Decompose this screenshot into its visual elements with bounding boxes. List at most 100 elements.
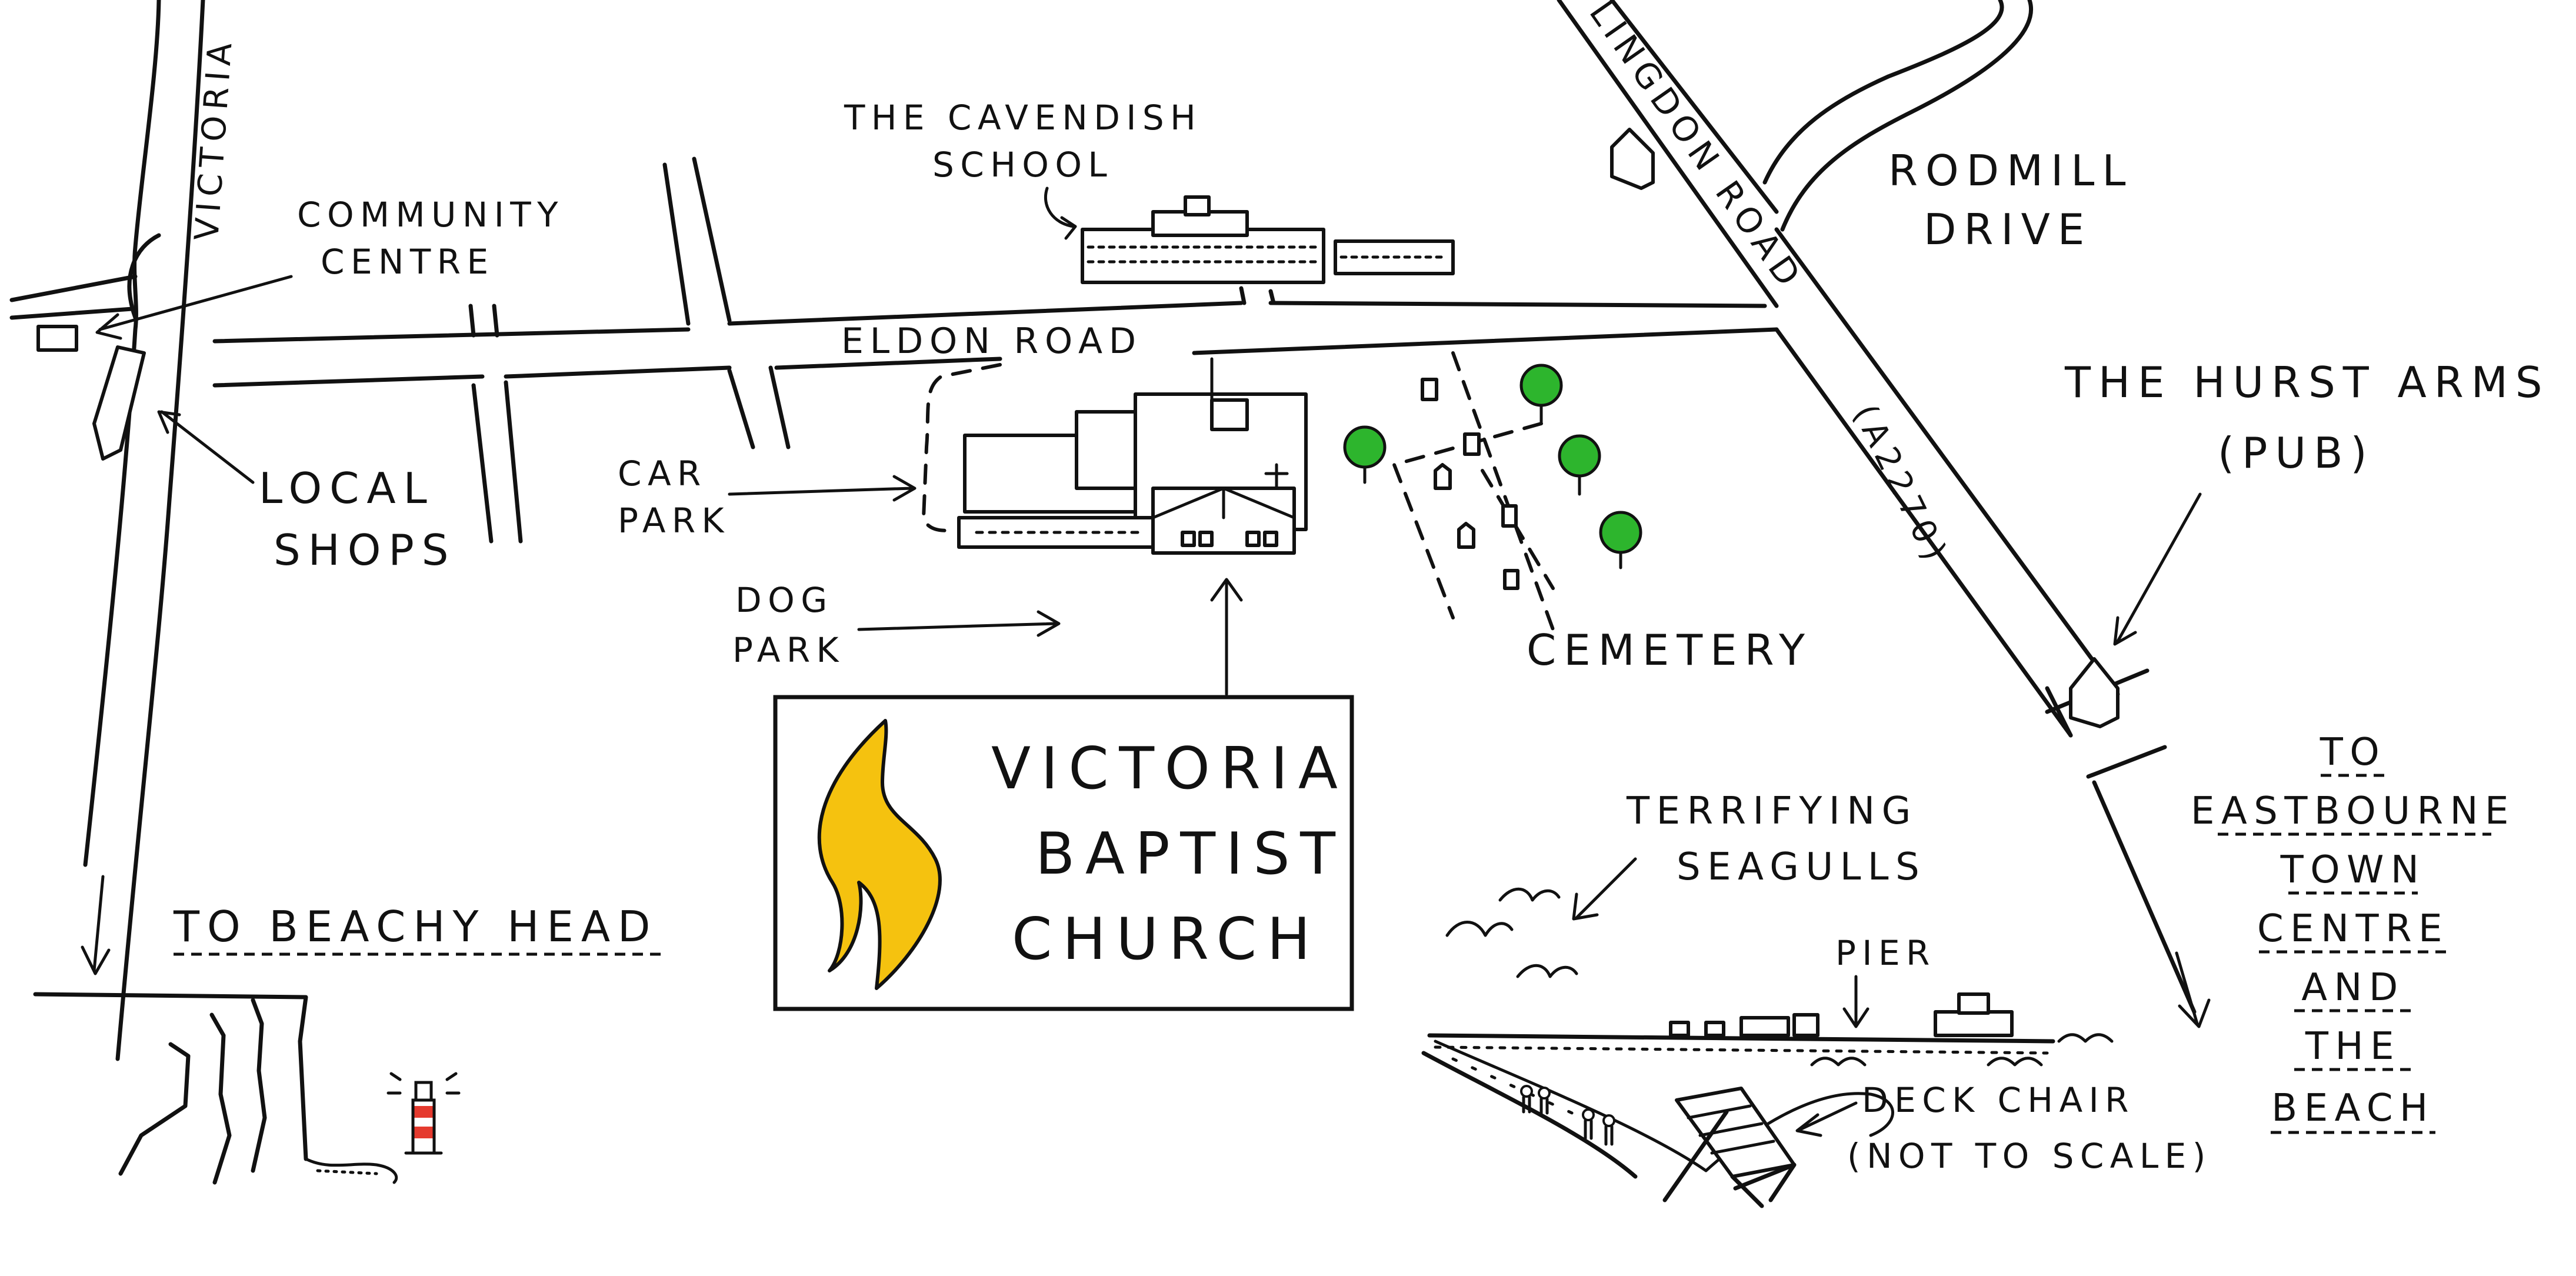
eldon-road-south-b	[504, 365, 732, 379]
eldon-road-south-c	[774, 357, 1002, 370]
school-label-2: SCHOOL	[932, 145, 1113, 185]
church-buildings	[957, 357, 1308, 555]
north-road-a-left	[662, 162, 691, 326]
school-arrow	[1044, 186, 1077, 240]
school-main-building	[1081, 228, 1325, 284]
rodmill-drive-b	[1780, 0, 2033, 232]
tree-icon	[1519, 364, 1563, 425]
eldon-road-north-b	[727, 301, 1244, 326]
shops-label-2: SHOPS	[274, 525, 456, 575]
north-stub-left	[468, 304, 476, 338]
community-label-1: COMMUNITY	[297, 195, 564, 235]
seagull-icon	[1498, 887, 1561, 902]
waves	[1810, 1033, 2114, 1067]
cavendish-school	[1081, 195, 1455, 284]
pier	[1427, 992, 2055, 1055]
eastbourne-line-5: AND	[2301, 966, 2405, 1010]
church-sign-arrow	[1210, 578, 1243, 696]
beachy-head-arrow	[81, 875, 111, 975]
cemetery-path-b	[1392, 422, 1543, 619]
eastbourne-directions: TO EASTBOURNE TOWN CENTRE AND THE BEACH	[2191, 731, 2508, 1134]
west-road-bottom	[9, 306, 135, 320]
seagulls-arrow	[1572, 857, 1637, 921]
seagull-icons	[1445, 887, 1578, 978]
pub-street-kerb	[2045, 686, 2073, 738]
roads	[9, 0, 2197, 1061]
pier-arrow	[1842, 975, 1869, 1028]
carpark-boundary	[921, 363, 1002, 532]
north-road-a-right	[692, 156, 732, 323]
school-label-1: THE CAVENDISH	[844, 98, 1202, 138]
pub-street-bottom	[2086, 745, 2167, 779]
eldon-road-north-c	[1268, 301, 1767, 308]
eastbourne-line-7: BEACH	[2271, 1087, 2434, 1130]
pub-label-1: THE HURST ARMS	[2064, 358, 2550, 407]
eastbourne-line-3: TOWN	[2280, 848, 2426, 892]
church-name-line3: CHURCH	[1012, 906, 1321, 973]
shops-label-1: LOCAL	[259, 464, 435, 513]
school-stub-a	[1239, 286, 1247, 305]
pub-arrow	[2113, 492, 2202, 646]
south-road-a-left	[471, 383, 494, 544]
south-road-b-right	[768, 365, 791, 449]
dogpark-label-2: PARK	[732, 630, 845, 670]
people-icons	[1520, 1085, 1615, 1146]
shoreline	[1434, 1040, 1708, 1172]
beachy-head-label: TO BEACHY HEAD	[173, 902, 658, 951]
dogpark-arrow	[857, 610, 1061, 637]
a2270-label: (A2270)	[1845, 399, 1956, 572]
deckchair-label-1: DECK CHAIR	[1862, 1080, 2135, 1120]
cemetery-label: CEMETERY	[1527, 625, 1812, 675]
pier-label: PIER	[1835, 933, 1936, 973]
church-sign: VICTORIA BAPTIST CHURCH	[773, 695, 1354, 1011]
rodmill-drive-label-1: RODMILL	[1888, 146, 2133, 195]
shops-arrow	[157, 410, 255, 484]
willingdon-road-west-lower	[1774, 327, 2073, 738]
carpark-label-2: PARK	[618, 501, 730, 541]
tree-icon	[1558, 434, 1601, 496]
north-stub-right	[492, 304, 499, 338]
eldon-road-south-d	[1192, 327, 1779, 355]
pier-deck-top	[1427, 1033, 2055, 1044]
gravestone-icon	[1501, 504, 1518, 528]
rodmill-drive-label-2: DRIVE	[1924, 205, 2092, 254]
seagull-icon	[1516, 964, 1578, 978]
community-arrow	[95, 275, 293, 340]
community-centre-building	[36, 325, 78, 352]
cliff-base	[304, 1157, 398, 1184]
seagull-icon	[1445, 921, 1514, 937]
carpark-label-1: CAR	[618, 454, 707, 494]
willingdon-road-west-upper	[1557, 0, 1779, 308]
promenade	[1421, 1051, 1638, 1179]
gravestone-icon	[1503, 569, 1519, 590]
roundabout	[127, 233, 161, 320]
eldon-road-south-a	[212, 374, 485, 388]
cemetery	[1343, 351, 1642, 631]
school-tower	[1184, 195, 1211, 216]
seagulls-label-1: TERRIFYING	[1626, 789, 1918, 833]
pub-building	[2069, 657, 2120, 728]
deck-chair-icon	[1662, 1087, 1797, 1208]
pub-label-2: (PUB)	[2218, 428, 2375, 478]
deckchair-arrow	[1795, 1101, 1858, 1137]
pier-deck-rail	[1434, 1045, 2049, 1055]
south-road-b-left	[727, 368, 755, 449]
willingdon-road-west-bottom	[2092, 780, 2197, 1014]
eldon-road-north-a	[212, 327, 691, 344]
church-name-line1: VICTORIA	[991, 735, 1348, 802]
school-stub-b	[1268, 289, 1276, 305]
eldon-road-label: ELDON ROAD	[841, 321, 1142, 362]
flame-logo-icon	[817, 719, 942, 990]
eastbourne-line-4: CENTRE	[2257, 907, 2449, 951]
church-roof-box	[1210, 398, 1249, 431]
willingdon-road-east-lower	[1774, 227, 2120, 697]
cliffs	[33, 992, 398, 1185]
local-shops-building	[92, 345, 146, 461]
rodmill-drive-a	[1762, 0, 2004, 185]
seagulls-label-2: SEAGULLS	[1677, 845, 1926, 889]
eastbourne-line-1: TO	[2320, 731, 2387, 774]
eastbourne-line-6: THE	[2305, 1025, 2401, 1068]
gravestone-icon	[1434, 463, 1452, 490]
victoria-road-west-edge	[83, 0, 161, 867]
